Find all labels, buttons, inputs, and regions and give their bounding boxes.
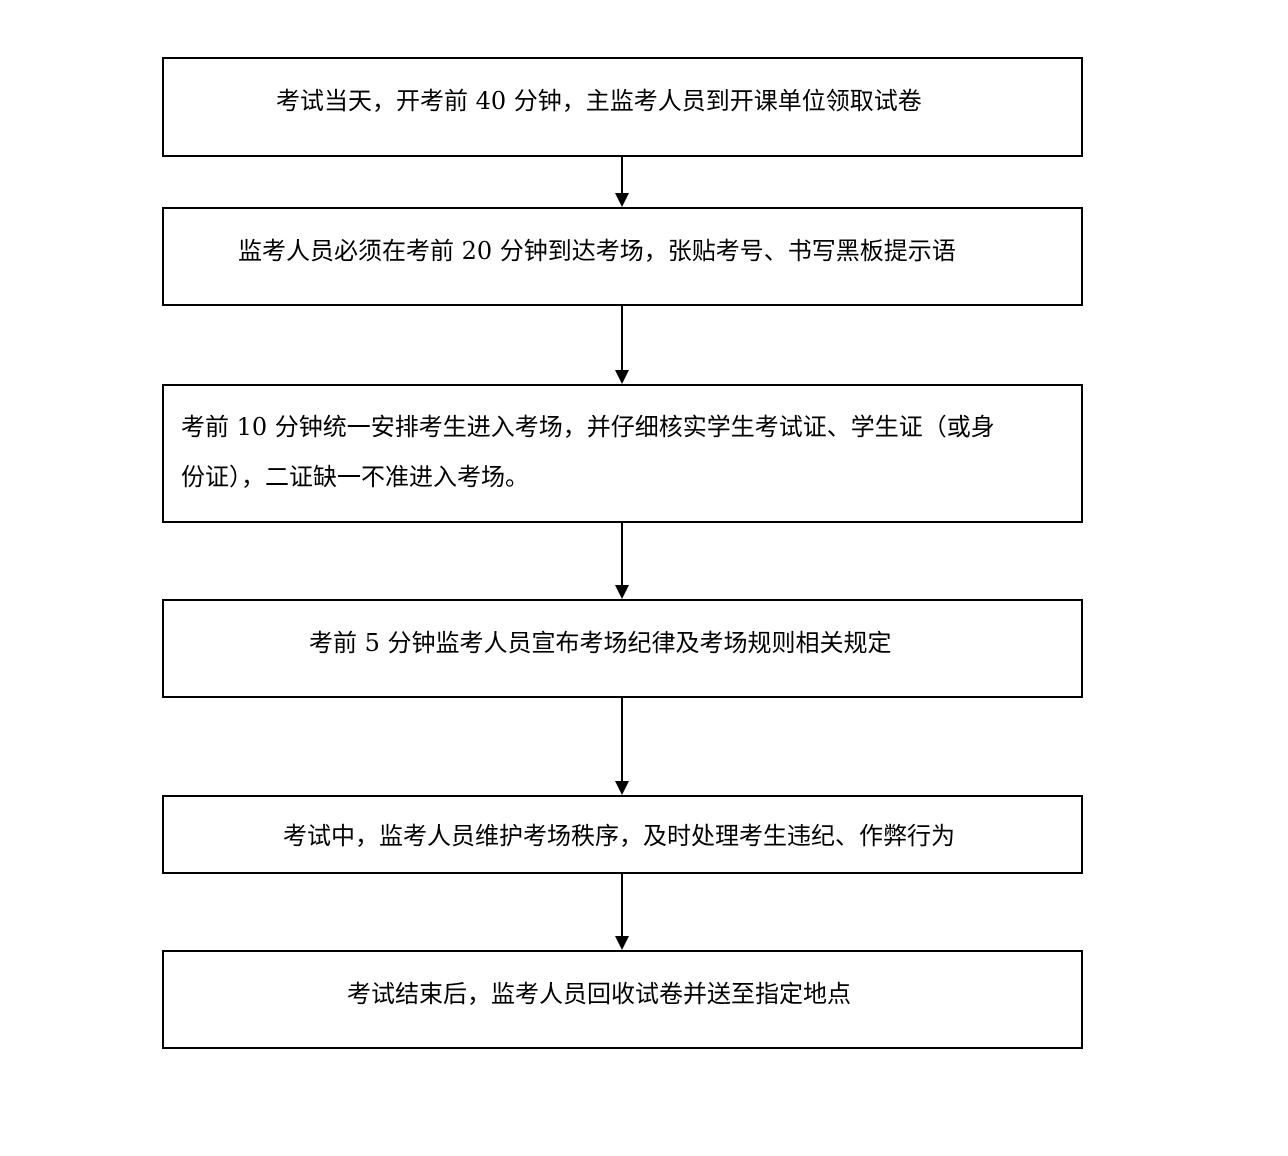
step-4-text: 考前 5 分钟监考人员宣布考场纪律及考场规则相关规定 — [309, 629, 892, 657]
arrow-1-to-2 — [615, 157, 629, 207]
arrow-2-to-3 — [615, 306, 629, 384]
step-box-6: 考试结束后，监考人员回收试卷并送至指定地点 — [162, 950, 1083, 1049]
step-box-1: 考试当天，开考前 40 分钟，主监考人员到开课单位领取试卷 — [162, 57, 1083, 157]
step-box-5: 考试中，监考人员维护考场秩序，及时处理考生违纪、作弊行为 — [162, 795, 1083, 874]
step-3-text-line-2: 份证），二证缺一不准进入考场。 — [181, 463, 529, 491]
step-2-text: 监考人员必须在考前 20 分钟到达考场，张贴考号、书写黑板提示语 — [238, 237, 956, 265]
step-box-2: 监考人员必须在考前 20 分钟到达考场，张贴考号、书写黑板提示语 — [162, 207, 1083, 306]
arrow-3-to-4 — [615, 523, 629, 599]
step-1-text: 考试当天，开考前 40 分钟，主监考人员到开课单位领取试卷 — [276, 87, 922, 115]
arrow-5-to-6 — [615, 874, 629, 950]
step-6-text: 考试结束后，监考人员回收试卷并送至指定地点 — [347, 980, 851, 1008]
step-box-4: 考前 5 分钟监考人员宣布考场纪律及考场规则相关规定 — [162, 599, 1083, 698]
step-3-text-line-1: 考前 10 分钟统一安排考生进入考场，并仔细核实学生考试证、学生证（或身 — [181, 413, 995, 441]
step-5-text: 考试中，监考人员维护考场秩序，及时处理考生违纪、作弊行为 — [283, 822, 955, 850]
arrow-4-to-5 — [615, 698, 629, 795]
step-box-3: 考前 10 分钟统一安排考生进入考场，并仔细核实学生考试证、学生证（或身 份证）… — [162, 384, 1083, 523]
